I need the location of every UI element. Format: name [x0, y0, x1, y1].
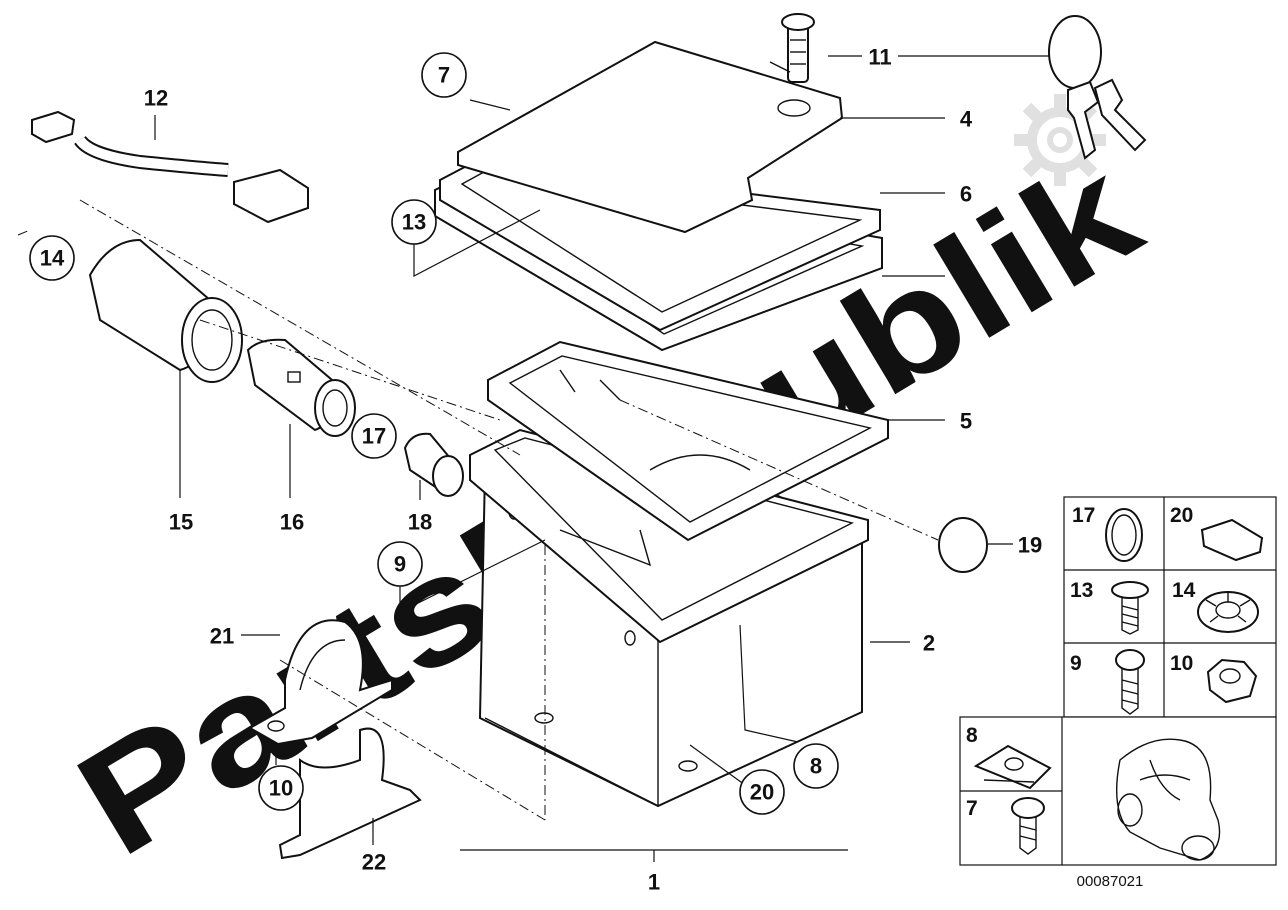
clamp: [247, 619, 393, 746]
callout-10: 10: [258, 765, 304, 811]
leader-lines: [154, 55, 1050, 862]
callout-7: 7: [421, 52, 467, 98]
svg-text:7: 7: [966, 797, 978, 820]
callout-12: 12: [144, 86, 168, 111]
callout-18: 18: [408, 510, 432, 535]
callout-9: 9: [377, 541, 423, 587]
svg-text:17: 17: [362, 424, 386, 449]
callout-5: 5: [960, 409, 972, 434]
callout-20: 20: [739, 769, 785, 815]
svg-text:9: 9: [394, 552, 406, 577]
hw-cell-10: 10: [1170, 652, 1258, 704]
center-lines: [17, 199, 939, 821]
diagram-number: 00087021: [1077, 873, 1144, 890]
socket-sleeve: [88, 238, 243, 383]
callout-15: 15: [169, 510, 193, 535]
power-socket: [246, 338, 356, 437]
callout-1: 1: [648, 870, 660, 895]
callout-17: 17: [351, 413, 397, 459]
seal-frame: [487, 340, 889, 542]
hw-cell-17: 17: [1072, 504, 1143, 562]
svg-text:14: 14: [40, 246, 65, 271]
svg-text:13: 13: [402, 210, 426, 235]
callout-6: 6: [960, 182, 972, 207]
svg-text:8: 8: [810, 754, 822, 779]
cover-cap: [938, 517, 988, 573]
hw-cell-20: 20: [1170, 504, 1264, 562]
key-ring: [1048, 15, 1147, 160]
callout-13: 13: [391, 199, 437, 245]
svg-text:20: 20: [1170, 504, 1193, 527]
hw-cell-14: 14: [1172, 579, 1259, 633]
callout-21: 21: [210, 624, 234, 649]
plug-cap: [403, 432, 464, 497]
svg-text:10: 10: [269, 776, 293, 801]
svg-text:13: 13: [1070, 579, 1093, 602]
motorcycle-thumbnail: [1115, 738, 1221, 861]
svg-text:17: 17: [1072, 504, 1095, 527]
hw-cell-13: 13: [1070, 579, 1149, 635]
callout-8: 8: [793, 743, 839, 789]
svg-text:8: 8: [966, 724, 978, 747]
callout-3: 3: [960, 265, 972, 290]
svg-text:7: 7: [438, 63, 450, 88]
callout-11: 11: [868, 45, 891, 70]
bracket: [278, 727, 422, 860]
svg-text:9: 9: [1070, 652, 1082, 675]
callout-4: 4: [960, 107, 973, 132]
hw-cell-8: 8: [966, 724, 1052, 790]
callout-16: 16: [280, 510, 304, 535]
box-rim: [469, 428, 869, 644]
svg-text:14: 14: [1172, 579, 1196, 602]
callout-2: 2: [923, 631, 935, 656]
svg-text:20: 20: [750, 780, 774, 805]
hardware-grid: 17 20 13 14 9: [959, 496, 1277, 866]
lock-cylinder: [769, 13, 815, 83]
hw-cell-7: 7: [966, 797, 1045, 855]
callout-19: 19: [1018, 533, 1042, 558]
hw-cell-9: 9: [1070, 649, 1145, 715]
cable: [31, 110, 309, 224]
callout-22: 22: [362, 850, 386, 875]
svg-text:10: 10: [1170, 652, 1193, 675]
lid: [457, 40, 844, 234]
callout-14: 14: [29, 235, 75, 281]
